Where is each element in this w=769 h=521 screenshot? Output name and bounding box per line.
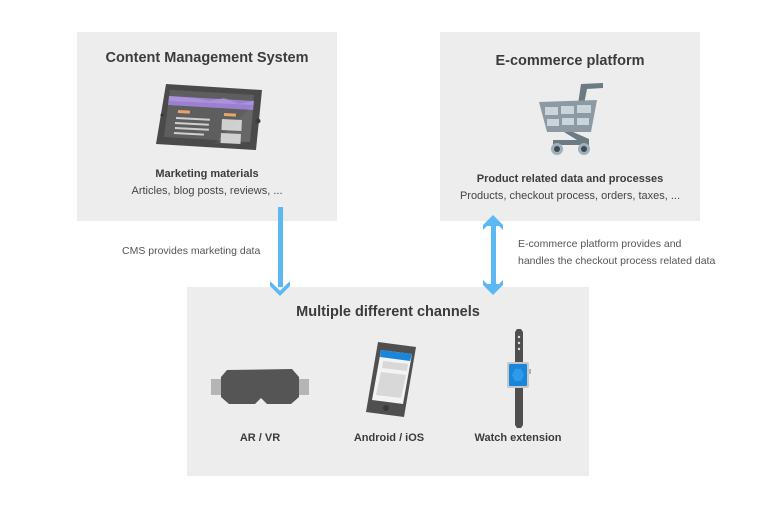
shopping-cart-icon bbox=[539, 83, 603, 155]
ecommerce-box: E-commerce platform Product related data… bbox=[440, 32, 700, 221]
ecommerce-connection-line2: handles the checkout process related dat… bbox=[518, 255, 716, 267]
smartwatch-icon bbox=[507, 329, 531, 428]
arrow-cms-to-channels bbox=[270, 207, 290, 296]
channel-label-android-ios: Android / iOS bbox=[353, 432, 425, 444]
cms-subtitle: Marketing materials bbox=[155, 168, 259, 180]
ecommerce-subtitle: Product related data and processes bbox=[476, 173, 664, 185]
ecommerce-title: E-commerce platform bbox=[495, 53, 645, 69]
arrow-ecommerce-channels bbox=[483, 215, 503, 295]
channels-title: Multiple different channels bbox=[296, 304, 480, 320]
ecommerce-connection-line1: E-commerce platform provides and bbox=[518, 238, 682, 250]
channel-label-watch: Watch extension bbox=[474, 432, 562, 444]
ecommerce-connection-label: E-commerce platform provides and handles… bbox=[518, 236, 715, 270]
cms-description: Articles, blog posts, reviews, ... bbox=[131, 185, 283, 197]
ecommerce-description: Products, checkout process, orders, taxe… bbox=[459, 190, 681, 202]
cms-box: Content Management System Marketing mate… bbox=[77, 32, 337, 221]
cms-title: Content Management System bbox=[105, 50, 309, 66]
tablet-icon bbox=[156, 84, 262, 150]
cms-connection-label: CMS provides marketing data bbox=[122, 245, 261, 257]
smartphone-icon bbox=[366, 342, 416, 417]
channels-box: Multiple different channels AR / VR Andr… bbox=[187, 287, 589, 476]
vr-headset-icon bbox=[211, 369, 309, 404]
channel-label-ar-vr: AR / VR bbox=[239, 432, 281, 444]
